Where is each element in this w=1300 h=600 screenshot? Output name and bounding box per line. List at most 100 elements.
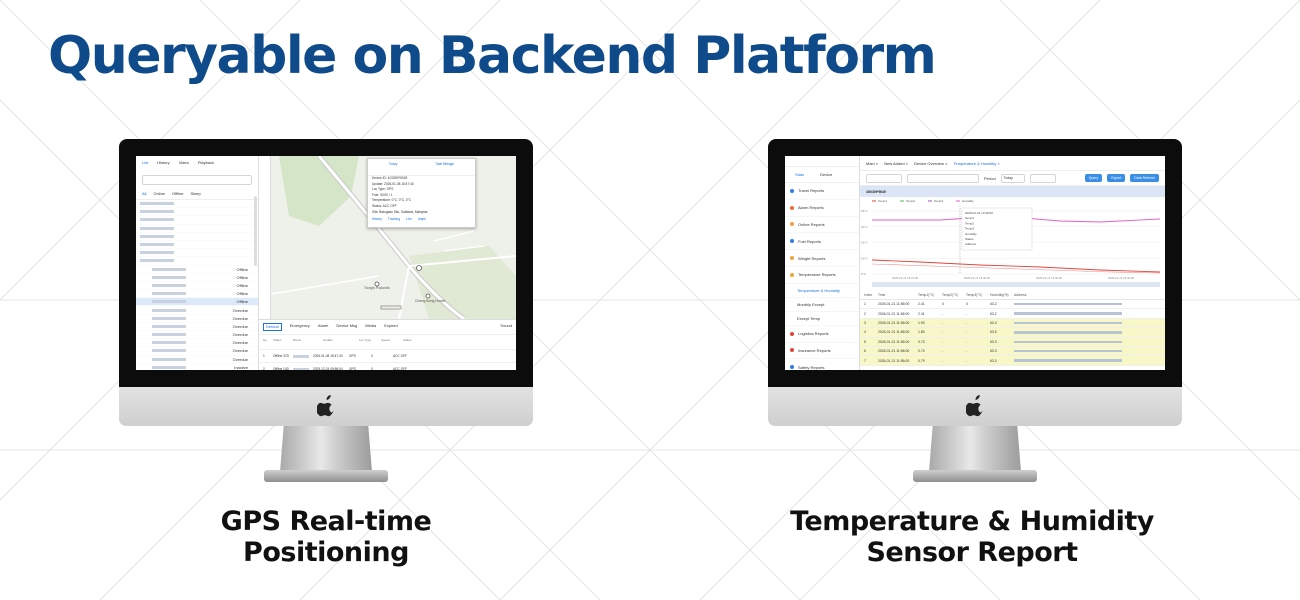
filter-online[interactable]: Online: [153, 191, 166, 196]
page-tab[interactable]: Device Overview ×: [914, 160, 948, 166]
device-tree-row[interactable]: Offline: [136, 266, 258, 274]
caption-line: Sensor Report: [866, 537, 1078, 568]
device-name-redacted: [152, 283, 186, 287]
sidebar-item[interactable]: Logistics Reports: [785, 326, 859, 343]
sidebar-item[interactable]: Travel Reports: [785, 183, 859, 200]
filter-sleep[interactable]: Sleep: [190, 191, 201, 196]
sidebar-item[interactable]: Insurance Reports: [785, 343, 859, 360]
map-marker: [416, 265, 422, 271]
device-tree-row[interactable]: [136, 225, 258, 233]
export-button[interactable]: Export: [1107, 174, 1126, 182]
sidebar-item[interactable]: Temperature Reports: [785, 267, 859, 284]
tab-stats[interactable]: Stats: [795, 172, 805, 177]
device-tree-row[interactable]: [136, 249, 258, 258]
device-tree-row[interactable]: [136, 233, 258, 241]
page-tab[interactable]: New Added ×: [884, 160, 909, 166]
popup-action-tracking[interactable]: Tracking: [387, 217, 401, 222]
report-icon: [790, 331, 794, 336]
sidebar-subitem[interactable]: Except Temp: [785, 312, 859, 326]
device-select[interactable]: [866, 173, 902, 183]
device-status: Overdue: [232, 332, 248, 338]
period-select[interactable]: Today: [1000, 173, 1025, 183]
x-tick-label: 2026-01-21 15:42:00: [1108, 276, 1134, 280]
device-tree-row[interactable]: Overdue: [136, 306, 258, 315]
tab-list[interactable]: List: [142, 160, 149, 165]
tab-video[interactable]: Video: [178, 160, 189, 165]
tab-playback[interactable]: Playback: [197, 160, 215, 165]
interval-input[interactable]: [1029, 173, 1056, 183]
device-name-redacted: [140, 234, 174, 238]
sidebar-item[interactable]: Fuel Reports: [785, 233, 859, 251]
report-icon: [790, 365, 794, 370]
device-info-popup: Today Total Mileage Device ID: 4G0309*50…: [367, 158, 476, 228]
column-header: Speed: [381, 338, 390, 342]
device-tree-row[interactable]: [136, 200, 258, 209]
sidebar-item[interactable]: Online Reports: [785, 217, 859, 234]
filter-all[interactable]: All: [142, 191, 147, 196]
tab-history[interactable]: History: [157, 160, 170, 165]
page-tab[interactable]: Temperature & Humidity ×: [953, 160, 1000, 166]
page-tab[interactable]: Main ×: [866, 160, 879, 166]
report-icon: [790, 205, 794, 210]
device-tree-row[interactable]: [136, 257, 258, 266]
column-header: Status: [273, 338, 282, 342]
bottom-tab[interactable]: Media: [365, 323, 377, 328]
sound-toggle[interactable]: Sound: [500, 323, 512, 328]
bottom-tab[interactable]: Device Msg: [336, 323, 358, 328]
device-tree-row[interactable]: Inactive: [136, 364, 258, 370]
bottom-tab[interactable]: Emergency: [289, 323, 310, 328]
scrollbar[interactable]: [254, 196, 257, 266]
filter-offline[interactable]: Offline: [172, 191, 184, 196]
search-input[interactable]: [142, 175, 252, 185]
device-tree-row[interactable]: Offline: [136, 290, 258, 299]
device-tree-row[interactable]: Overdue: [136, 315, 258, 323]
sidebar-subitem[interactable]: Monthly Except: [785, 298, 859, 312]
device-tree-row[interactable]: Overdue: [136, 331, 258, 340]
device-status: Overdue: [232, 348, 248, 354]
device-tree-row[interactable]: Overdue: [136, 339, 258, 348]
sidebar-item[interactable]: Alarm Reports: [785, 200, 859, 217]
sidebar-item[interactable]: Weight Reports: [785, 250, 859, 267]
sidebar-subitem[interactable]: Temperature & Humidity: [785, 284, 859, 298]
map-view[interactable]: Tiong's Podonlis Cheng Bong Hostel Today…: [258, 156, 516, 322]
column-header: Status: [403, 338, 412, 342]
popup-action-alarm[interactable]: Alarm: [417, 217, 427, 222]
sidebar-item-label: Insurance Reports: [798, 347, 831, 353]
address-redacted: [1014, 302, 1122, 306]
device-name-redacted: [152, 357, 186, 361]
popup-action-history[interactable]: History: [372, 217, 382, 222]
device-tree-row[interactable]: Overdue: [136, 323, 258, 331]
device-tree-row[interactable]: Overdue: [136, 356, 258, 364]
data-refresh-button[interactable]: Data Refresh: [1130, 174, 1159, 182]
device-tree-row[interactable]: Offline: [136, 282, 258, 291]
date-range-input[interactable]: [907, 173, 979, 183]
device-tree-row[interactable]: Offline: [136, 274, 258, 282]
bottom-tab[interactable]: Default: [263, 323, 282, 331]
device-tree-row[interactable]: Offline: [136, 298, 258, 307]
device-tree-row[interactable]: [136, 216, 258, 225]
device-tree-row[interactable]: [136, 241, 258, 250]
table-cell: 63.3: [990, 349, 997, 354]
device-status: Offline: [236, 299, 249, 305]
bottom-tab[interactable]: Expired: [384, 323, 398, 328]
tab-device[interactable]: Device: [820, 172, 833, 177]
table-cell: 2.41: [918, 311, 925, 316]
series-line-temp1: [871, 259, 1161, 273]
device-tree-row[interactable]: [136, 208, 258, 217]
popup-action-live[interactable]: Live: [406, 217, 412, 222]
sidebar-item[interactable]: Safety Reports: [785, 359, 859, 370]
device-tree-row[interactable]: Overdue: [136, 347, 258, 356]
bottom-tab[interactable]: Alarm: [317, 323, 329, 328]
query-button[interactable]: Query: [1084, 174, 1103, 182]
